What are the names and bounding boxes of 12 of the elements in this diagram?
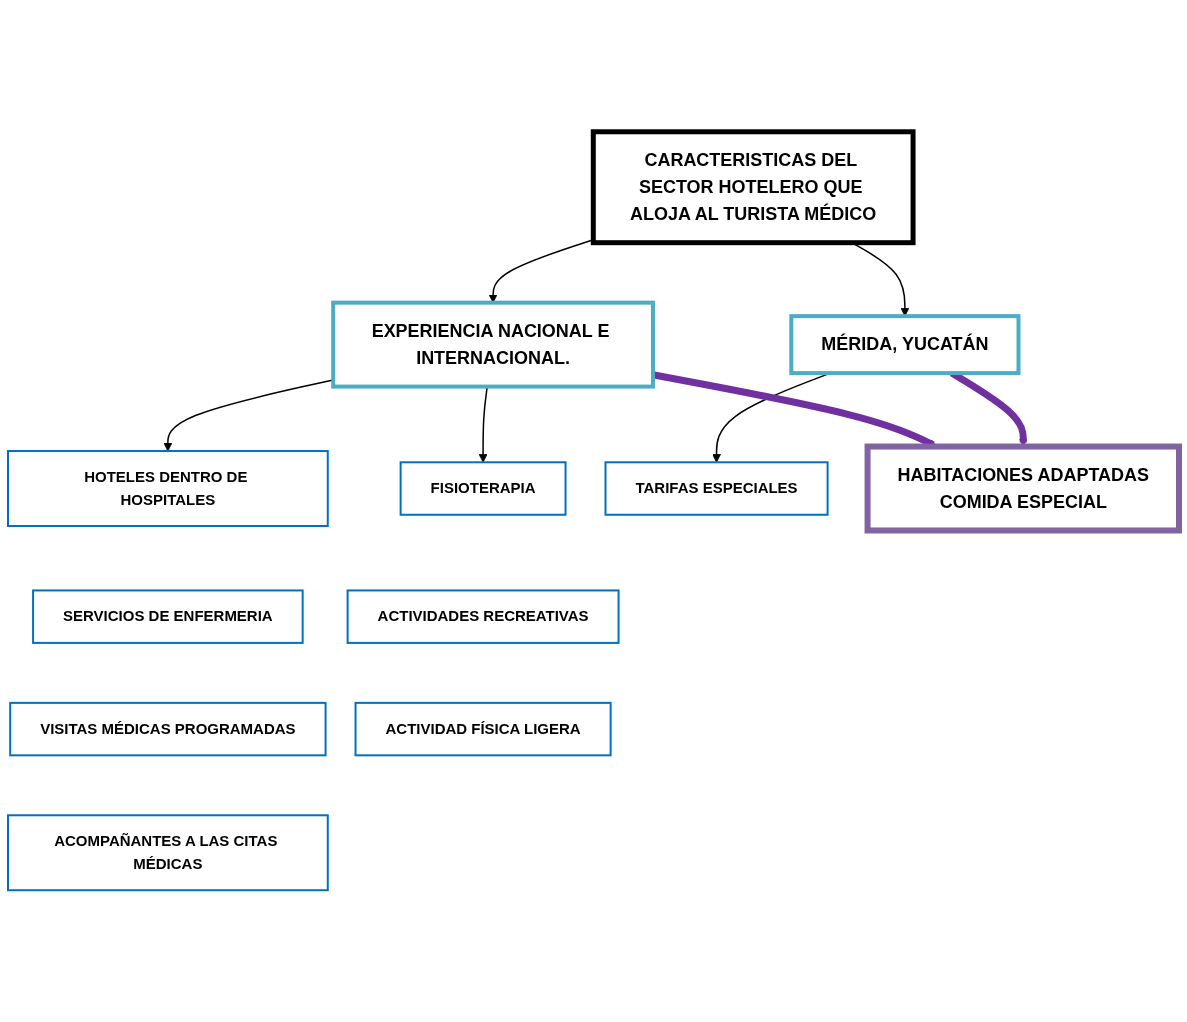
node-box: MÉRIDA, YUCATÁN <box>789 314 1021 376</box>
node-box: EXPERIENCIA NACIONAL E INTERNACIONAL. <box>331 300 655 389</box>
node-box: ACTIVIDAD FÍSICA LIGERA <box>354 701 612 757</box>
node-box: CARACTERISTICAS DEL SECTOR HOTELERO QUE ALOJA AL TURISTA MÉDICO <box>590 129 916 246</box>
node-box: ACOMPAÑANTES A LAS CITAS MÉDICAS <box>7 814 329 892</box>
node-box: ACTIVIDADES RECREATIVAS <box>346 589 620 644</box>
node-box: HABITACIONES ADAPTADAS COMIDA ESPECIAL <box>864 443 1182 534</box>
node-box: FISIOTERAPIA <box>399 461 567 516</box>
node-box: SERVICIOS DE ENFERMERIA <box>32 589 304 644</box>
node-box: TARIFAS ESPECIALES <box>604 461 829 516</box>
node-box: HOTELES DENTRO DE HOSPITALES <box>7 450 329 527</box>
node-box: VISITAS MÉDICAS PROGRAMADAS <box>9 701 327 757</box>
